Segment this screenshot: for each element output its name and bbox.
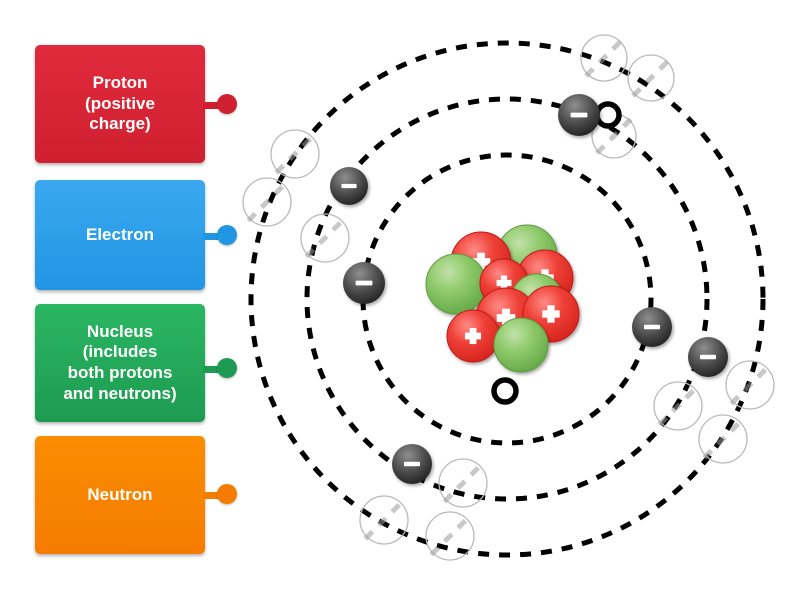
ghost-10[interactable]	[438, 458, 488, 508]
label-text-neutron: Neutron	[87, 484, 153, 504]
ghost-1-outline	[580, 34, 628, 82]
connector-stem-neutron	[203, 492, 225, 499]
proton-f	[446, 309, 500, 363]
ghost-4-dash	[274, 133, 316, 175]
label-text-nucleus: Nucleus (includes both protons and neutr…	[63, 321, 177, 403]
ghost-6-dash	[304, 217, 346, 259]
ring-marker-3	[594, 101, 622, 129]
ghost-4-outline	[270, 129, 320, 179]
proton-c-plus-v	[500, 275, 508, 291]
electron-3-minus-sign	[355, 280, 373, 286]
ghost-8-dash	[657, 385, 699, 427]
ghost-6[interactable]	[300, 213, 350, 263]
ghost-5-dash	[246, 181, 288, 223]
ghost-drop-slots[interactable]	[242, 34, 775, 561]
electron-4[interactable]	[632, 307, 672, 347]
connector-dot-electron[interactable]	[217, 225, 237, 245]
label-box-neutron[interactable]: Neutron	[35, 436, 205, 554]
neutron-d	[493, 317, 549, 373]
electron-6-minus-sign	[404, 461, 420, 467]
ghost-9-dash	[702, 418, 744, 460]
middle-orbit	[304, 96, 710, 502]
connector-neutron[interactable]	[203, 484, 237, 504]
electron-6[interactable]	[392, 444, 432, 484]
ghost-4[interactable]	[270, 129, 320, 179]
proton-f-plus-v	[469, 327, 477, 345]
neutron-d-sphere	[493, 317, 549, 373]
outer-orbit	[248, 40, 766, 558]
ghost-9[interactable]	[698, 414, 748, 464]
ghost-2-outline	[627, 54, 675, 102]
electron-1-minus-sign	[570, 112, 588, 118]
electron-tokens[interactable]	[330, 94, 728, 484]
label-box-proton[interactable]: Proton (positive charge)	[35, 45, 205, 163]
ghost-7-dash	[729, 364, 771, 406]
ghost-8-outline	[653, 381, 703, 431]
ring-marker-4	[491, 377, 519, 405]
ghost-9-outline	[698, 414, 748, 464]
ghost-10-outline	[438, 458, 488, 508]
ghost-6-outline	[300, 213, 350, 263]
label-box-electron[interactable]: Electron	[35, 180, 205, 290]
electron-1[interactable]	[558, 94, 600, 136]
proton-d-plus-v	[502, 308, 510, 328]
ghost-5-outline	[242, 177, 292, 227]
connector-dot-proton[interactable]	[217, 94, 237, 114]
electron-5-minus-sign	[700, 354, 716, 360]
ghost-12-dash	[429, 515, 471, 557]
ghost-8[interactable]	[653, 381, 703, 431]
electron-4-minus-sign	[644, 324, 660, 330]
ghost-12-outline	[425, 511, 475, 561]
ghost-11-outline	[359, 495, 409, 545]
connector-stem-electron	[203, 233, 225, 240]
connector-stem-nucleus	[203, 366, 225, 373]
connector-nucleus[interactable]	[203, 358, 237, 378]
ghost-12[interactable]	[425, 511, 475, 561]
ghost-11-dash	[363, 499, 405, 541]
label-text-electron: Electron	[85, 224, 155, 244]
ghost-7-outline	[725, 360, 775, 410]
proton-a-plus-v	[477, 252, 485, 272]
inner-orbit	[360, 152, 654, 446]
ghost-1-dash	[584, 38, 624, 78]
ghost-3-dash	[595, 117, 633, 155]
ghost-1[interactable]	[580, 34, 628, 82]
connector-stem-proton	[203, 102, 225, 109]
connector-dot-neutron[interactable]	[217, 484, 237, 504]
neutron-b-sphere	[425, 253, 487, 315]
ghost-11[interactable]	[359, 495, 409, 545]
neutron-b	[425, 253, 487, 315]
nucleus-cluster	[425, 224, 580, 373]
orbit-rings	[248, 40, 766, 558]
ghost-2[interactable]	[627, 54, 675, 102]
connector-dot-nucleus[interactable]	[217, 358, 237, 378]
connector-proton[interactable]	[203, 94, 237, 114]
label-text-proton: Proton (positive charge)	[85, 72, 155, 134]
connector-electron[interactable]	[203, 225, 237, 245]
proton-e-plus-v	[547, 305, 555, 323]
label-box-nucleus[interactable]: Nucleus (includes both protons and neutr…	[35, 304, 205, 422]
electron-2[interactable]	[330, 167, 368, 205]
ghost-7[interactable]	[725, 360, 775, 410]
electron-5[interactable]	[688, 337, 728, 377]
ghost-2-dash	[631, 58, 671, 98]
electron-2-minus-sign	[341, 183, 357, 189]
ghost-5[interactable]	[242, 177, 292, 227]
electron-3[interactable]	[343, 262, 385, 304]
ghost-10-dash	[442, 462, 484, 504]
